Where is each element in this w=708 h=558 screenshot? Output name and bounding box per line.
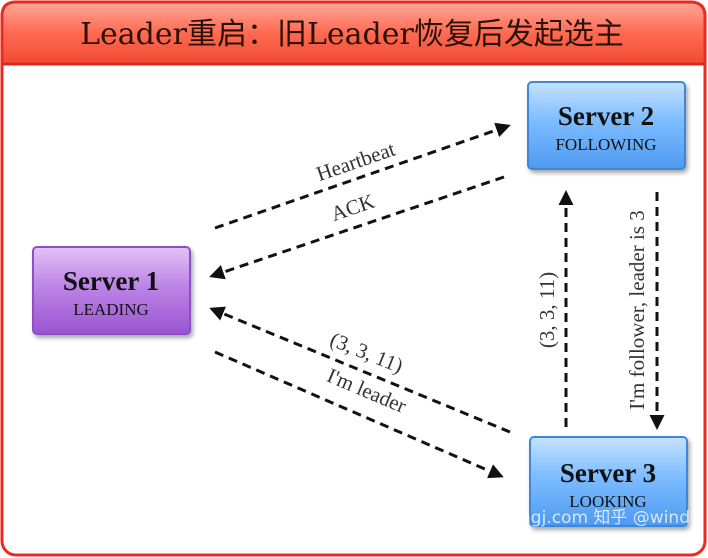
server-1-node <box>32 246 191 335</box>
server-3-node <box>529 436 688 527</box>
im-leader-arrow <box>214 350 504 479</box>
server-3-name: Server 3 <box>560 458 656 488</box>
server-2-name: Server 2 <box>558 101 654 131</box>
vote-to-server-2-label: (3, 3, 11) <box>535 272 559 348</box>
server-1-name: Server 1 <box>63 266 159 296</box>
watermark: www.jasongj.com 知乎 @wind <box>440 508 690 528</box>
server-2-node <box>527 81 686 170</box>
heartbeat-arrow <box>214 122 511 230</box>
ack-arrow <box>209 175 505 280</box>
follower-reply-label: I'm follower, leader is 3 <box>625 210 649 409</box>
vote-to-server-1-arrow <box>209 306 511 434</box>
diagram-title: Leader重启：旧Leader恢复后发起选主 <box>80 17 624 52</box>
server-2-state: FOLLOWING <box>555 135 656 154</box>
server-3-state: LOOKING <box>569 492 646 511</box>
server-1-state: LEADING <box>73 300 149 319</box>
